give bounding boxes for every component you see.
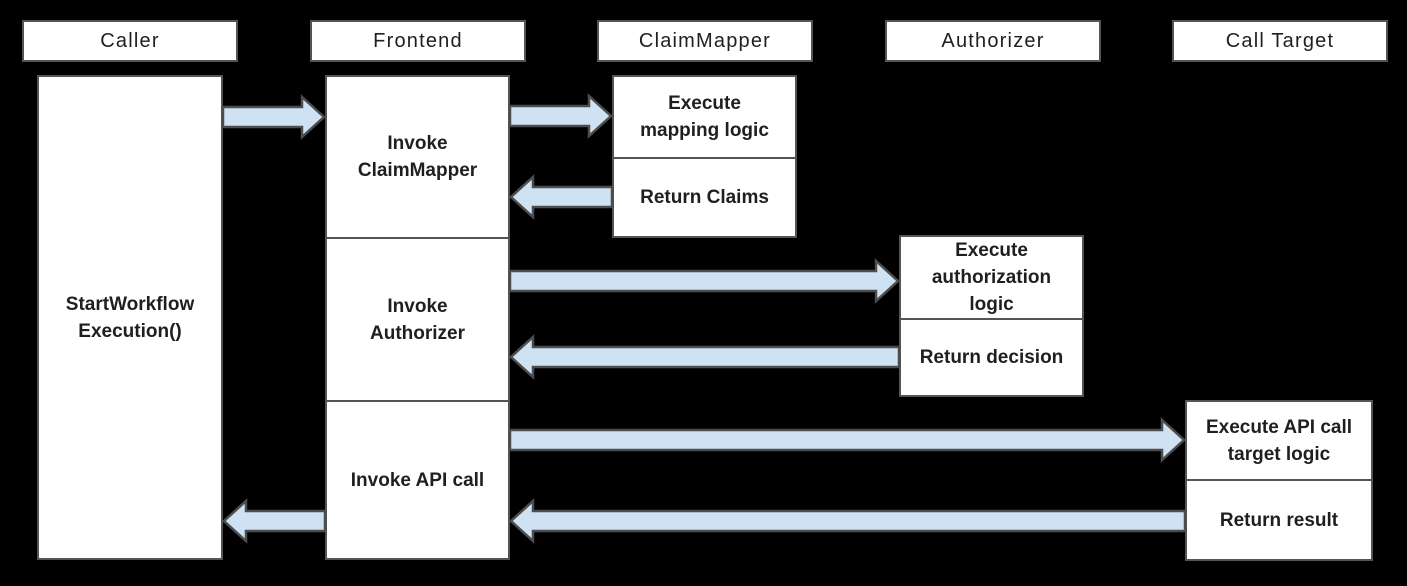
lifeline-header-claimmapper: ClaimMapper — [597, 20, 813, 62]
activation-invoke-claimmapper-label: Invoke ClaimMapper — [357, 133, 478, 181]
activation-return-decision: Return decision — [899, 318, 1084, 397]
arrow-claimmapper-to-frontend — [509, 174, 614, 220]
arrow-authorizer-to-frontend — [509, 334, 901, 380]
activation-return-result: Return result — [1185, 479, 1373, 561]
activation-return-result-label: Return result — [1219, 509, 1339, 531]
lifeline-header-caller: Caller — [22, 20, 238, 62]
activation-execute-api-call-target-logic-label: Execute API call target logic — [1205, 416, 1353, 465]
activation-return-decision-label: Return decision — [919, 347, 1064, 368]
activation-execute-api-call-target-logic: Execute API call target logic — [1185, 400, 1373, 481]
activation-execute-authorization-logic-label: Execute authorization logic — [931, 240, 1052, 315]
arrow-frontend-to-claimmapper — [508, 93, 613, 139]
lifeline-header-call-target: Call Target — [1172, 20, 1388, 62]
activation-startworkflow-execution-label: StartWorkflow Execution() — [65, 293, 195, 342]
arrow-frontend-to-caller — [222, 498, 327, 544]
activation-return-claims: Return Claims — [612, 157, 797, 238]
lifeline-header-authorizer: Authorizer — [885, 20, 1101, 62]
activation-invoke-api-call: Invoke API call — [325, 400, 510, 560]
lifeline-header-frontend: Frontend — [310, 20, 526, 62]
activation-execute-mapping-logic-label: Execute mapping logic — [640, 93, 769, 141]
activation-invoke-claimmapper: Invoke ClaimMapper — [325, 75, 510, 239]
activation-return-claims-label: Return Claims — [640, 187, 769, 208]
activation-invoke-api-call-label: Invoke API call — [350, 469, 485, 491]
activation-startworkflow-execution: StartWorkflow Execution() — [37, 75, 223, 560]
arrow-calltarget-to-frontend — [509, 498, 1187, 544]
arrow-frontend-to-authorizer — [508, 258, 900, 304]
activation-invoke-authorizer-label: Invoke Authorizer — [370, 295, 465, 344]
arrow-caller-to-frontend — [221, 94, 326, 140]
activation-execute-mapping-logic: Execute mapping logic — [612, 75, 797, 159]
arrow-frontend-to-calltarget — [508, 417, 1186, 463]
activation-invoke-authorizer: Invoke Authorizer — [325, 237, 510, 402]
activation-execute-authorization-logic: Execute authorization logic — [899, 235, 1084, 320]
